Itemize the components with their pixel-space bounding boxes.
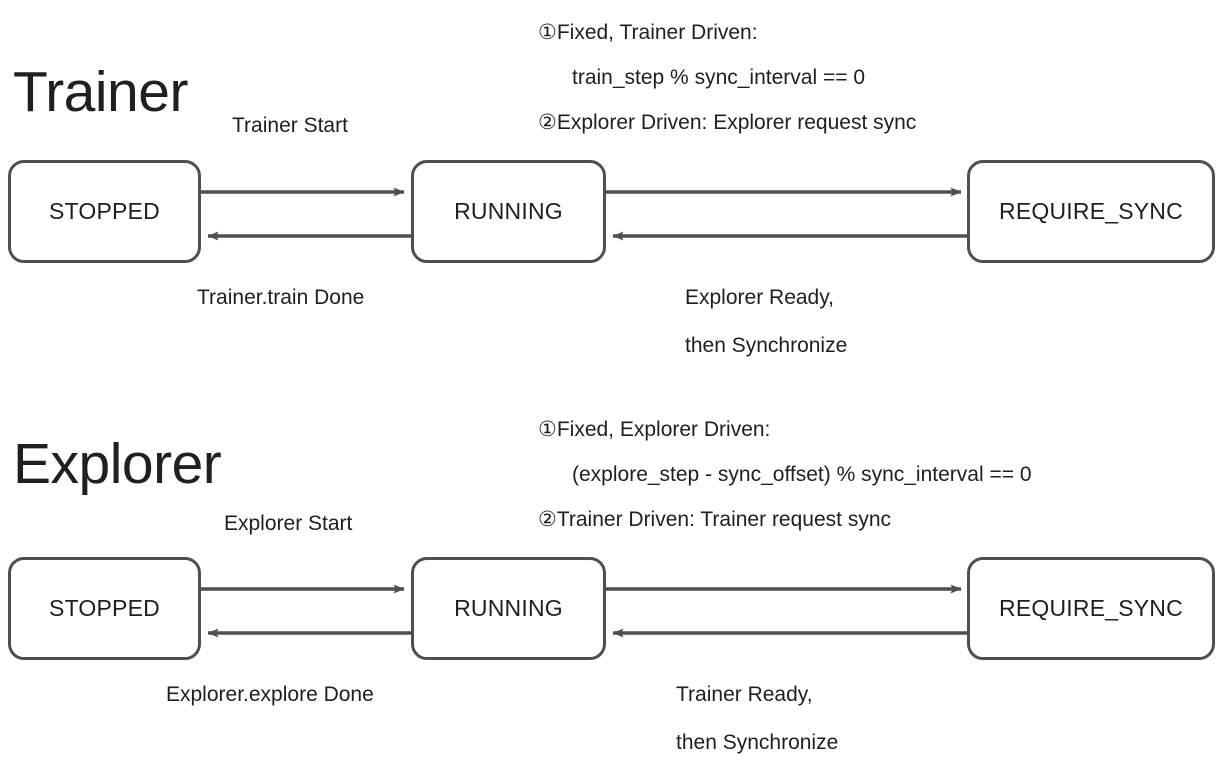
explorer-section-title: Explorer — [13, 432, 222, 496]
trainer-sync-condition-line-3: ②Explorer Driven: Explorer request sync — [538, 111, 917, 134]
trainer-explorer-ready-label-line-2: then Synchronize — [685, 334, 848, 357]
trainer-train-done-label: Trainer.train Done — [197, 286, 365, 309]
explorer-sync-condition-line-2: (explore_step - sync_offset) % sync_inte… — [572, 463, 1032, 486]
explorer-trainer-ready-label-line-2: then Synchronize — [676, 731, 839, 754]
trainer-sync-condition-line-2: train_step % sync_interval == 0 — [572, 66, 865, 89]
explorer-state-require-sync[interactable]: REQUIRE_SYNC — [967, 557, 1215, 660]
explorer-explore-done-label: Explorer.explore Done — [166, 683, 374, 706]
explorer-start-label: Explorer Start — [224, 512, 353, 535]
explorer-state-stopped[interactable]: STOPPED — [8, 557, 201, 660]
trainer-start-label: Trainer Start — [232, 114, 348, 137]
trainer-state-stopped[interactable]: STOPPED — [8, 160, 201, 263]
trainer-state-require-sync[interactable]: REQUIRE_SYNC — [967, 160, 1215, 263]
explorer-sync-condition-line-1: ①Fixed, Explorer Driven: — [538, 418, 771, 441]
explorer-sync-condition-line-3: ②Trainer Driven: Trainer request sync — [538, 508, 892, 531]
trainer-sync-condition-line-1: ①Fixed, Trainer Driven: — [538, 21, 758, 44]
explorer-trainer-ready-label-line-1: Trainer Ready, — [676, 683, 813, 706]
trainer-section-title: Trainer — [13, 60, 188, 124]
trainer-state-running[interactable]: RUNNING — [411, 160, 606, 263]
explorer-state-running[interactable]: RUNNING — [411, 557, 606, 660]
trainer-explorer-ready-label-line-1: Explorer Ready, — [685, 286, 835, 309]
explorer-sync-conditions: ①Fixed, Explorer Driven: (explore_step -… — [538, 407, 1032, 542]
trainer-sync-conditions: ①Fixed, Trainer Driven: train_step % syn… — [538, 10, 916, 145]
